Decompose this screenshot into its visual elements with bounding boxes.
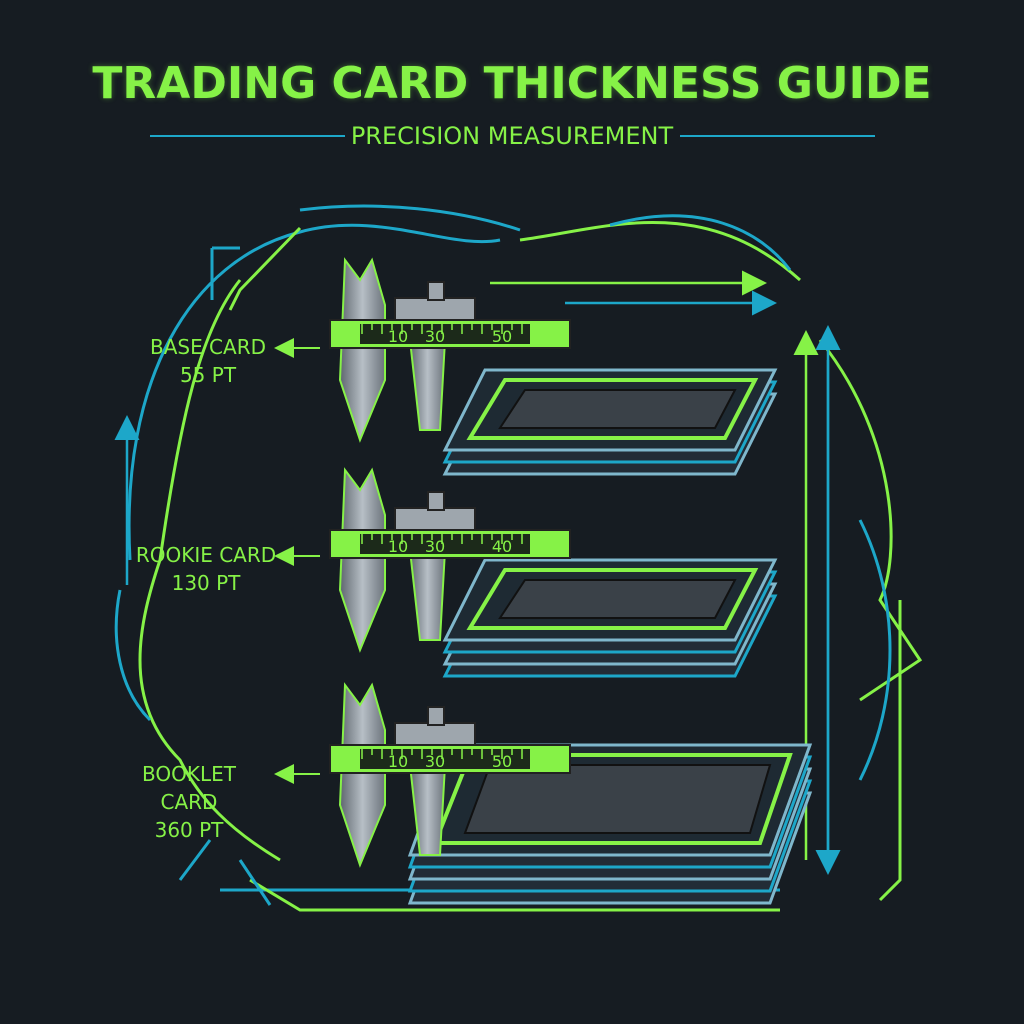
card-glow-border xyxy=(432,753,793,845)
sliding-jaw xyxy=(408,549,447,641)
card-stack xyxy=(407,743,813,905)
caliper: 10 30 50 xyxy=(329,682,571,868)
scale-number: 30 xyxy=(425,752,445,771)
scale-number: 50 xyxy=(492,327,512,346)
booklet-card-label: BOOKLET CARD 360 PT xyxy=(114,760,264,844)
thumb-screw xyxy=(427,281,445,301)
card-stack xyxy=(442,368,778,476)
card-name: ROOKIE CARD xyxy=(135,543,277,567)
thumb-screw xyxy=(427,491,445,511)
fixed-jaw xyxy=(338,682,386,868)
base-card-label: BASE CARD 55 PT xyxy=(133,333,283,389)
frame-decoration xyxy=(114,204,923,912)
calipers: 10 30 50 10 30 40 10 30 50 xyxy=(329,257,571,868)
scale-number: 50 xyxy=(492,752,512,771)
fixed-jaw xyxy=(338,257,386,443)
card-window xyxy=(498,389,737,429)
caliper: 10 30 40 xyxy=(329,467,571,653)
card-window xyxy=(498,579,737,619)
scale-number: 10 xyxy=(388,327,408,346)
scale-number: 10 xyxy=(388,752,408,771)
label-pointers xyxy=(274,338,320,784)
page-title: TRADING CARD THICKNESS GUIDE xyxy=(92,58,932,109)
card-stacks xyxy=(407,368,813,905)
card-window xyxy=(463,764,772,834)
card-stack xyxy=(442,558,778,678)
scale-number: 30 xyxy=(425,537,445,556)
page-subtitle: PRECISION MEASUREMENT xyxy=(350,122,674,150)
caliper: 10 30 50 xyxy=(329,257,571,443)
card-thickness: 130 PT xyxy=(171,571,241,595)
fixed-jaw xyxy=(338,467,386,653)
card-glow-border xyxy=(466,378,759,440)
sliding-jaw xyxy=(408,339,447,431)
scale-number: 30 xyxy=(425,327,445,346)
card-name: BOOKLET CARD xyxy=(142,762,236,814)
scale-number: 40 xyxy=(492,537,512,556)
rookie-card-label: ROOKIE CARD 130 PT xyxy=(131,541,281,597)
card-thickness: 360 PT xyxy=(154,818,224,842)
card-glow-border xyxy=(466,568,759,630)
card-name: BASE CARD xyxy=(149,335,267,359)
thumb-screw xyxy=(427,706,445,726)
card-thickness: 55 PT xyxy=(179,363,237,387)
scale-number: 10 xyxy=(388,537,408,556)
